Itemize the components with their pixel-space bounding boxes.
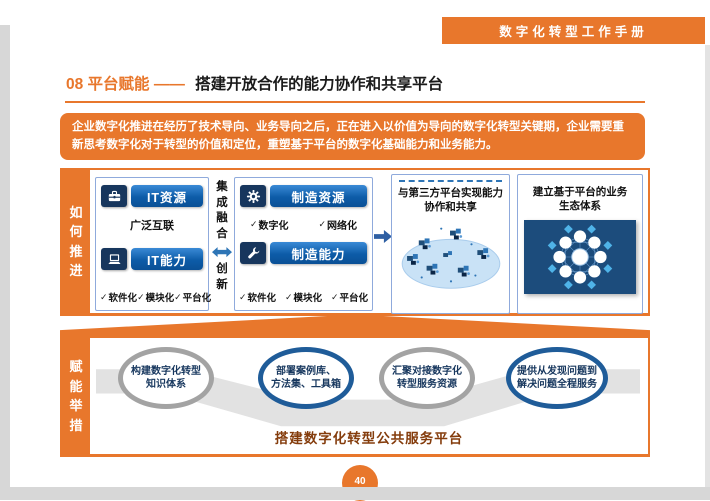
double-arrow-icon [212,247,232,258]
how-section-sidebar: 如何推进 [62,170,90,313]
check-icon: ✓ [137,291,145,302]
oval-line: 方法集、工具箱 [271,379,341,390]
title-underline [65,101,645,103]
check-icon: ✓ [239,291,247,302]
ecosystem-image [524,220,636,295]
page-number: 40 [354,476,366,487]
check-label: 平台化 [339,293,368,304]
check-label: 网络化 [327,221,358,232]
check-item: ✓平台化 [330,290,368,305]
right-arrow-icon [374,230,392,243]
integration-label-column: 集成融合 创新 [211,180,233,293]
page-title: 08 平台赋能 —— 搭建开放合作的能力协作和共享平台 [66,72,443,94]
oval-line: 知识体系 [146,379,186,390]
measure-oval-knowledge: 构建数字化转型 知识体系 [118,347,214,409]
measures-section: 赋能举措 构建数字化转型 知识体系 部署案例库、 方法集、工具箱 汇聚对接数字化… [60,336,650,457]
mfg-resource-label: 制造资源 [270,185,367,207]
check-icon: ✓ [284,291,293,302]
check-label: 软件化 [247,293,277,304]
gear-icon [240,185,266,207]
page-title-main: 搭建开放合作的能力协作和共享平台 [195,76,444,93]
header-bar: 数字化转型工作手册 [442,17,705,44]
platform-network-image [401,227,500,290]
measures-section-sidebar: 赋能举措 [62,338,90,454]
page-edge-left [0,25,10,500]
mfg-resource-checks: ✓数字化 ✓网络化 [235,217,372,232]
oval-line: 解决问题全程服务 [517,379,597,390]
check-label: 平台化 [182,293,212,304]
oval-line: 提供从发现问题到 [517,365,597,377]
oval-line: 转型服务资源 [397,379,457,390]
mfg-capability-banner: 制造能力 [240,241,367,265]
toolbox-icon [101,185,127,207]
check-label: 模块化 [145,293,175,304]
it-box: IT资源 广泛互联 IT能力 ✓软件化 ✓模块化 ✓平台化 [95,177,211,311]
manufacturing-box: 制造资源 ✓数字化 ✓网络化 制造能力 ✓软件化 ✓模块化 ✓平台化 [234,177,373,311]
laptop-icon [101,248,127,270]
check-item: ✓模块化 [284,290,323,305]
manual-title: 数字化转型工作手册 [499,25,648,39]
page-edge-bottom [0,487,710,500]
check-icon: ✓ [174,291,182,302]
mfg-capability-label: 制造能力 [270,242,367,264]
check-item: ✓软件化 [239,290,277,305]
intro-banner: 企业数字化推进在经历了技术导向、业务导向之后，正在进入以价值为导向的数字化转型关… [60,113,645,160]
check-label: 模块化 [293,293,323,304]
it-capability-banner: IT能力 [101,247,203,271]
third-party-box: 与第三方平台实现能力协作和共享 [391,174,510,314]
measure-oval-resources: 汇聚对接数字化 转型服务资源 [379,347,475,409]
ecosystem-box: 建立基于平台的业务生态体系 [517,174,643,314]
check-icon: ✓ [100,291,108,302]
check-item: ✓网络化 [318,217,357,232]
measure-oval-toolbox: 部署案例库、 方法集、工具箱 [258,347,354,409]
check-icon: ✓ [318,219,327,229]
check-icon: ✓ [249,219,258,229]
check-label: 数字化 [258,221,289,232]
page-title-number: 08 平台赋能 —— [66,76,185,93]
it-checks: ✓软件化 ✓模块化 ✓平台化 [100,290,211,305]
how-section: 如何推进 IT资源 广泛互联 IT能 [60,168,650,316]
measure-oval-service: 提供从发现问题到 解决问题全程服务 [506,347,608,409]
measures-caption: 搭建数字化转型公共服务平台 [274,431,464,446]
oval-line: 构建数字化转型 [131,365,201,377]
oval-line: 部署案例库、 [276,365,336,377]
how-side-label: 如何推进 [69,204,83,279]
integration-fusion-label: 集成融合 [216,181,228,240]
page-edge-right [705,45,710,487]
it-resource-note: 广泛互联 [130,220,174,232]
third-party-title: 与第三方平台实现能力协作和共享 [398,187,503,214]
check-item: ✓平台化 [174,290,212,305]
mfg-resource-banner: 制造资源 [240,184,367,208]
mfg-checks: ✓软件化 ✓模块化 ✓平台化 [239,290,368,305]
it-capability-label: IT能力 [131,248,203,270]
innovation-label: 创新 [216,263,228,291]
check-item: ✓数字化 [250,217,289,232]
wrench-icon [240,242,266,264]
ecosystem-title: 建立基于平台的业务生态体系 [532,186,628,213]
oval-line: 汇聚对接数字化 [392,365,462,377]
dashed-line [399,180,502,182]
measures-side-label: 赋能举措 [69,359,83,433]
check-item: ✓模块化 [137,290,175,305]
check-item: ✓软件化 [100,290,138,305]
connector-arrow [60,315,650,336]
it-resource-banner: IT资源 [101,184,203,208]
check-icon: ✓ [330,291,339,302]
it-resource-label: IT资源 [131,185,203,207]
check-label: 软件化 [108,293,138,304]
